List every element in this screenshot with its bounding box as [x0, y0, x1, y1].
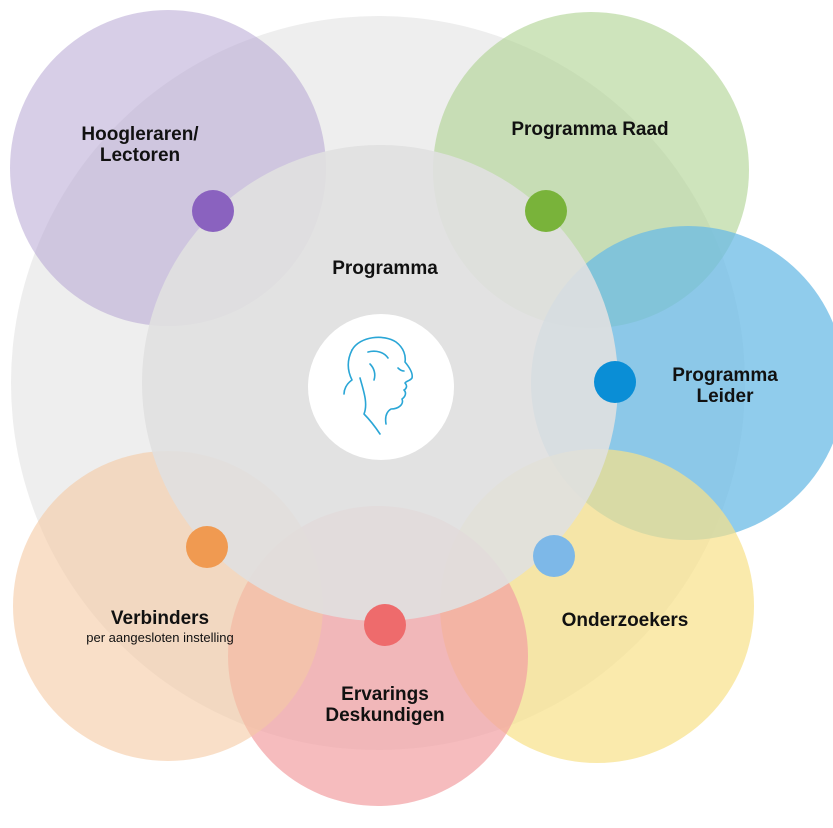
logo	[308, 314, 454, 460]
label-verbinders: Verbinders per aangesloten instelling	[40, 608, 280, 646]
label-onderzoekers: Onderzoekers	[530, 610, 720, 631]
profile-head-icon	[343, 336, 413, 435]
label-hoogleraren-line2: Lectoren	[99, 145, 181, 166]
label-hoogleraren-line1: Hoogleraren/	[81, 124, 199, 145]
label-ervarings-deskundigen-line1: Ervarings	[341, 684, 429, 705]
dot-hoogleraren	[192, 190, 234, 232]
label-programma-raad: Programma Raad	[490, 119, 690, 140]
center-title: Programma	[332, 258, 438, 279]
label-onderzoekers-line1: Onderzoekers	[561, 610, 689, 631]
dot-onderzoekers	[533, 535, 575, 577]
dot-verbinders	[186, 526, 228, 568]
label-ervarings-deskundigen-line2: Deskundigen	[325, 705, 445, 726]
label-programma-leider-line2: Leider	[696, 386, 754, 407]
dot-programma-leider	[594, 361, 636, 403]
label-programma-leider: Programma Leider	[640, 365, 810, 407]
label-hoogleraren: Hoogleraren/ Lectoren	[40, 124, 240, 166]
dot-ervarings-deskundigen	[364, 604, 406, 646]
label-ervarings-deskundigen: Ervarings Deskundigen	[290, 684, 480, 726]
label-programma-leider-line1: Programma	[672, 365, 778, 386]
logo-background	[308, 314, 454, 460]
dot-programma-raad	[525, 190, 567, 232]
label-verbinders-sub: per aangesloten instelling	[86, 630, 234, 645]
label-programma-raad-line1: Programma Raad	[511, 119, 669, 140]
label-verbinders-line1: Verbinders	[110, 608, 210, 629]
